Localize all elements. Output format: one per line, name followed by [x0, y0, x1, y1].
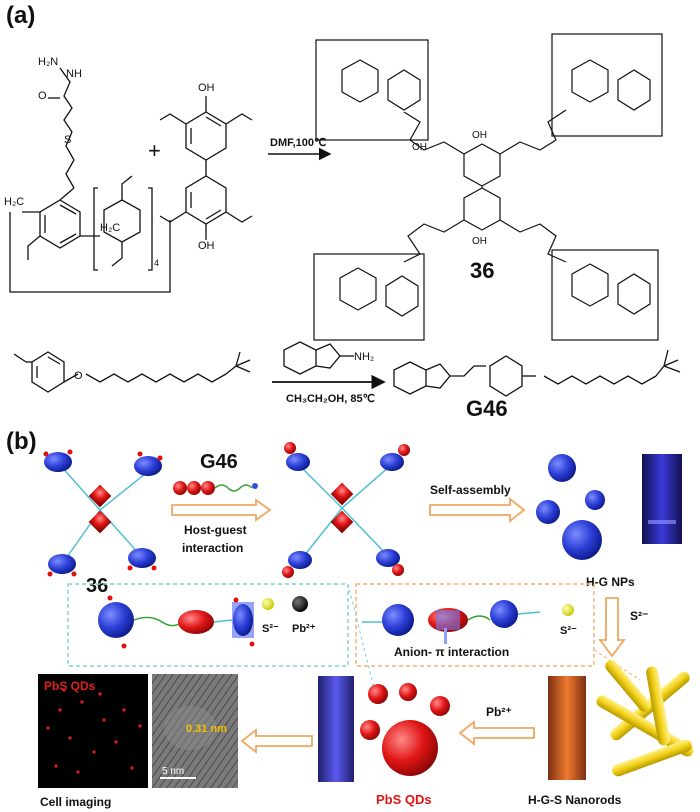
reagent-h2c-left: H₂C — [4, 196, 25, 208]
vial-hg-nps — [642, 454, 682, 544]
self-assembly-text: Self-assembly — [430, 483, 511, 497]
guest-g46-cartoon — [173, 481, 258, 495]
reaction2-condition: CH₃CH₂OH, 85℃ — [286, 393, 375, 405]
self-assembly-arrow — [429, 497, 526, 523]
product-36-oh-lower: OH — [472, 236, 487, 247]
product-36-oh-upper: OH — [472, 130, 487, 141]
inset2-sulfide-text: S²⁻ — [560, 625, 577, 637]
plus-sign: + — [148, 138, 161, 163]
vial-nanorods — [548, 676, 586, 780]
cell-imaging-panel — [38, 674, 148, 788]
product-36-oh-top: OH — [412, 142, 427, 153]
sulfide-arrow-label: S²⁻ — [630, 609, 648, 623]
nanorods-cartoon — [596, 660, 694, 777]
legend-lead-text: Pb²⁺ — [292, 623, 316, 635]
inset-host-guest-qd — [67, 583, 349, 667]
product-g46-label: G46 — [466, 396, 508, 421]
reagent-h2c-mid: H₂C — [100, 222, 121, 234]
reagent-sub4: 4 — [154, 258, 160, 268]
lead-arrow-label: Pb²⁺ — [486, 705, 512, 719]
tem-image — [152, 674, 238, 788]
pbs-qds-spheres — [360, 683, 450, 776]
legend-sulfide-dot — [262, 598, 274, 610]
linker-biphenyl-aldehyde — [159, 96, 253, 240]
inset2-cartoon — [362, 600, 541, 644]
host-guest-text-2: interaction — [182, 541, 243, 555]
reaction1-condition: DMF,100℃ — [270, 137, 327, 149]
vial-pbs-qds — [318, 676, 354, 782]
reagent2-nh2: NH₂ — [354, 351, 374, 363]
reagent-aldehyde-ammonium — [13, 351, 251, 393]
legend-lead-dot — [292, 596, 308, 612]
host-guest-complex-cartoon — [282, 442, 410, 578]
reagent-aminobenzothiazole — [283, 341, 354, 375]
nanorods-label: H-G-S Nanorods — [528, 793, 622, 807]
imaging-left-arrow — [240, 728, 313, 754]
panel-label-b: (b) — [6, 428, 37, 455]
host-guest-arrow — [171, 498, 272, 522]
reagent-nh: NH — [66, 68, 82, 80]
inset1-cartoon — [98, 595, 255, 649]
linker-oh-top: OH — [198, 82, 215, 94]
cell-imaging-label: Cell imaging — [40, 795, 111, 809]
host-36-cartoon — [43, 449, 163, 577]
tem-lattice-label: 0.31 nm — [186, 723, 227, 735]
host-label-36: 36 — [86, 575, 108, 597]
hg-nps-spheres — [536, 454, 605, 560]
lead-left-arrow — [458, 720, 535, 746]
product-g46-structure — [393, 349, 681, 397]
pbs-qds-label: PbS QDs — [376, 792, 432, 807]
inset1-connector — [347, 583, 375, 689]
cell-imaging-title: PbS QDs — [44, 679, 96, 693]
product-36-label: 36 — [470, 258, 495, 283]
sulfide-down-arrow — [598, 597, 626, 658]
reagent-h2n: H₂N — [38, 56, 59, 68]
reagent-s: S — [64, 134, 72, 146]
hg-nps-label: H-G NPs — [586, 575, 635, 589]
inset-anion-pi — [355, 583, 595, 667]
anion-pi-label: Anion- π interaction — [394, 645, 509, 659]
reagent2-oxygen: O — [74, 370, 83, 382]
linker-oh-bottom: OH — [198, 240, 215, 252]
reagent-pillararene-hydrazide — [9, 67, 171, 293]
tem-scale-label: 5 nm — [162, 766, 184, 777]
legend-sulfide-text: S²⁻ — [262, 623, 279, 635]
host-guest-text-1: Host-guest — [184, 523, 247, 537]
product-36-structure — [313, 33, 663, 341]
panel-label-a: (a) — [6, 2, 36, 29]
reagent-o: O — [38, 90, 47, 102]
inset2-sulfide-dot — [562, 604, 574, 616]
guest-label-g46: G46 — [200, 451, 238, 473]
